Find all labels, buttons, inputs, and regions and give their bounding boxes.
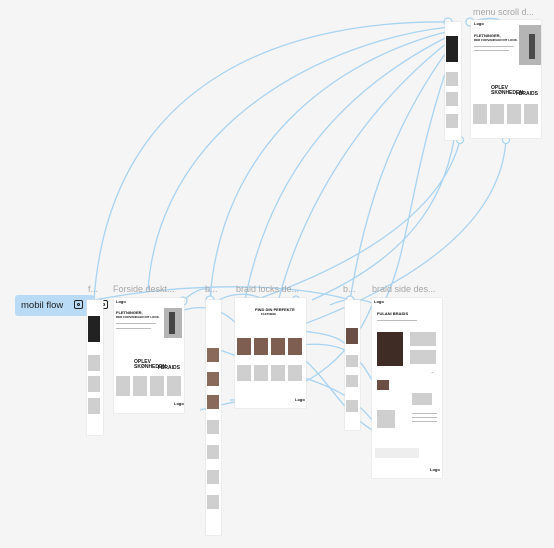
frame-mobile-menu[interactable] [445,22,461,140]
frame-label-mobile-2[interactable]: b... [205,284,218,294]
frame-braid-side-desktop[interactable]: Logo FULANI BRAIDS → Logo [372,298,442,478]
flow-start-tag[interactable]: mobil flow [15,295,108,316]
frame-forside-desktop[interactable]: Logo FLETNINGER, DER FORVANDLER DIT LOOK… [114,298,184,413]
frame-label-forside[interactable]: Forside deskt... [113,284,175,294]
frame-menu-scroll[interactable]: Logo FLETNINGER, DER FORVANDLER DIT LOOK… [471,20,541,138]
flow-name: mobil flow [21,300,64,311]
frame-mobile-forside[interactable] [87,300,103,435]
frame-label-mobile[interactable]: f... [88,284,99,294]
frame-label-b-small[interactable]: b... [343,284,356,294]
flow-start-icon [74,300,83,309]
frame-label-braid-locks[interactable]: braid locks de... [236,284,300,294]
frame-label-braid-side[interactable]: braid side des... [372,284,436,294]
frame-label-menu-scroll[interactable]: menu scroll d... [473,7,535,17]
frame-braid-locks-desktop[interactable]: FIND DIN PERFEKTE FLETNING Logo [235,298,306,408]
frame-mobile-braid-side[interactable] [345,300,360,430]
frame-mobile-braid-list[interactable] [206,300,221,535]
